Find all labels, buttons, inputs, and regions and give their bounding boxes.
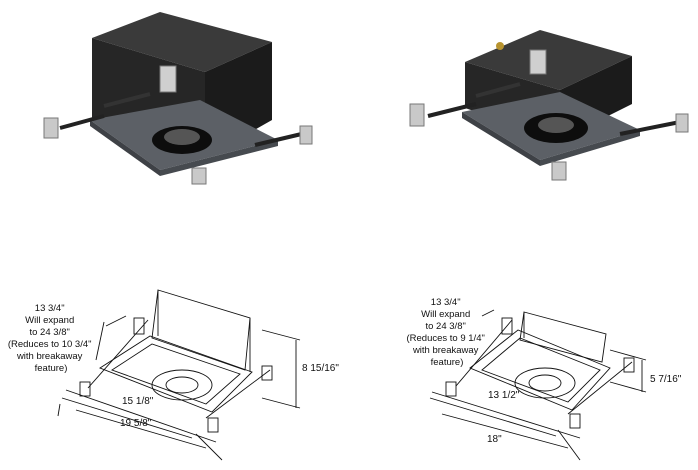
outer-width-right: 18" [487,434,502,445]
line-drawing-tall-labels: 13 3/4" Will expand to 24 3/8" (Reduces … [8,303,340,429]
line-drawing-short-labels: 13 3/4" Will expand to 24 3/8" (Reduces … [406,297,681,445]
line-drawing-tall [57,289,301,461]
inner-width-left: 15 1/8" [122,396,154,407]
height-dimension-right: 5 7/16" [650,374,682,385]
line-drawing-short [429,309,647,461]
height-dimension-left: 8 15/16" [302,363,339,374]
note-left: 13 3/4" Will expand to 24 3/8" (Reduces … [8,303,94,374]
inner-width-right: 13 1/2" [488,390,520,401]
housing-photo-tall [43,12,313,185]
note-right: 13 3/4" Will expand to 24 3/8" (Reduces … [406,297,487,368]
outer-width-left: 19 5/8" [120,418,152,429]
housing-photo-short [409,30,689,181]
